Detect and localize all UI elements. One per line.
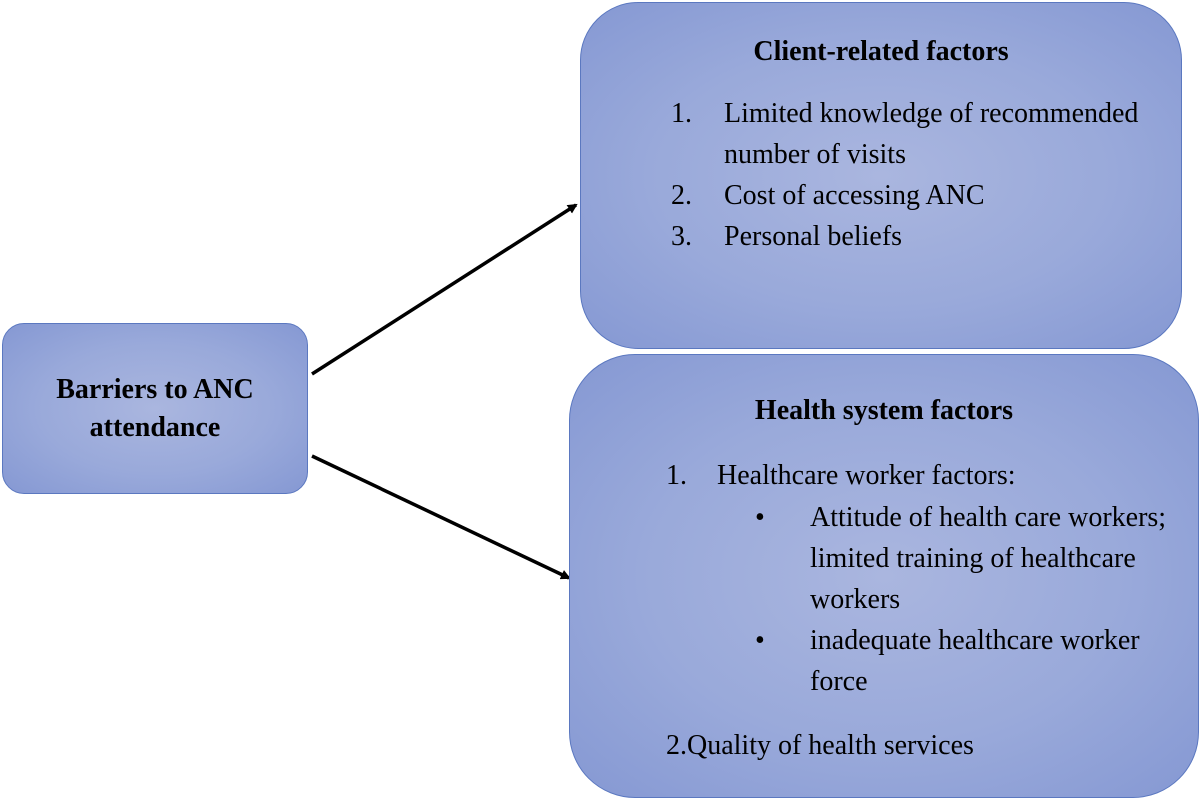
arrow-to-client-factors bbox=[311, 203, 578, 376]
list-item: 2. Cost of accessing ANC bbox=[671, 175, 1151, 216]
item-text: Cost of accessing ANC bbox=[724, 180, 985, 211]
item-number: 3. bbox=[671, 221, 692, 252]
health-factors-item-2: 2.Quality of health services bbox=[666, 730, 974, 761]
list-item: 3. Personal beliefs bbox=[671, 216, 1151, 257]
source-box: Barriers to ANC attendance bbox=[2, 323, 308, 494]
item-text: Personal beliefs bbox=[724, 221, 903, 252]
bullet-icon: • bbox=[755, 502, 765, 533]
health-factors-bullets: • Attitude of health care workers; limit… bbox=[755, 497, 1170, 702]
health-factors-box: Health system factors 1. Healthcare work… bbox=[569, 354, 1199, 798]
source-label: Barriers to ANC attendance bbox=[56, 373, 254, 443]
list-item: 1. Limited knowledge of recommended numb… bbox=[671, 93, 1151, 175]
item-number: 2. bbox=[671, 180, 692, 211]
arrow-to-health-factors bbox=[311, 454, 571, 580]
bullet-text: inadequate healthcare worker force bbox=[810, 625, 1140, 697]
bullet-icon: • bbox=[755, 625, 765, 656]
bullet-text: Attitude of health care workers; limited… bbox=[810, 502, 1167, 615]
item-number: 1. bbox=[666, 460, 687, 491]
list-item: • Attitude of health care workers; limit… bbox=[755, 497, 1170, 620]
item-text: Healthcare worker factors: bbox=[717, 460, 1016, 491]
list-item: • inadequate healthcare worker force bbox=[755, 620, 1170, 702]
health-factors-title: Health system factors bbox=[754, 395, 1014, 426]
health-factors-item-1: 1. Healthcare worker factors: bbox=[666, 455, 1186, 496]
client-factors-box: Client-related factors 1. Limited knowle… bbox=[580, 2, 1182, 349]
client-factors-list: 1. Limited knowledge of recommended numb… bbox=[671, 93, 1151, 257]
item-number: 1. bbox=[671, 98, 692, 129]
item-text: Limited knowledge of recommended number … bbox=[724, 98, 1139, 170]
client-factors-title: Client-related factors bbox=[753, 36, 1009, 67]
